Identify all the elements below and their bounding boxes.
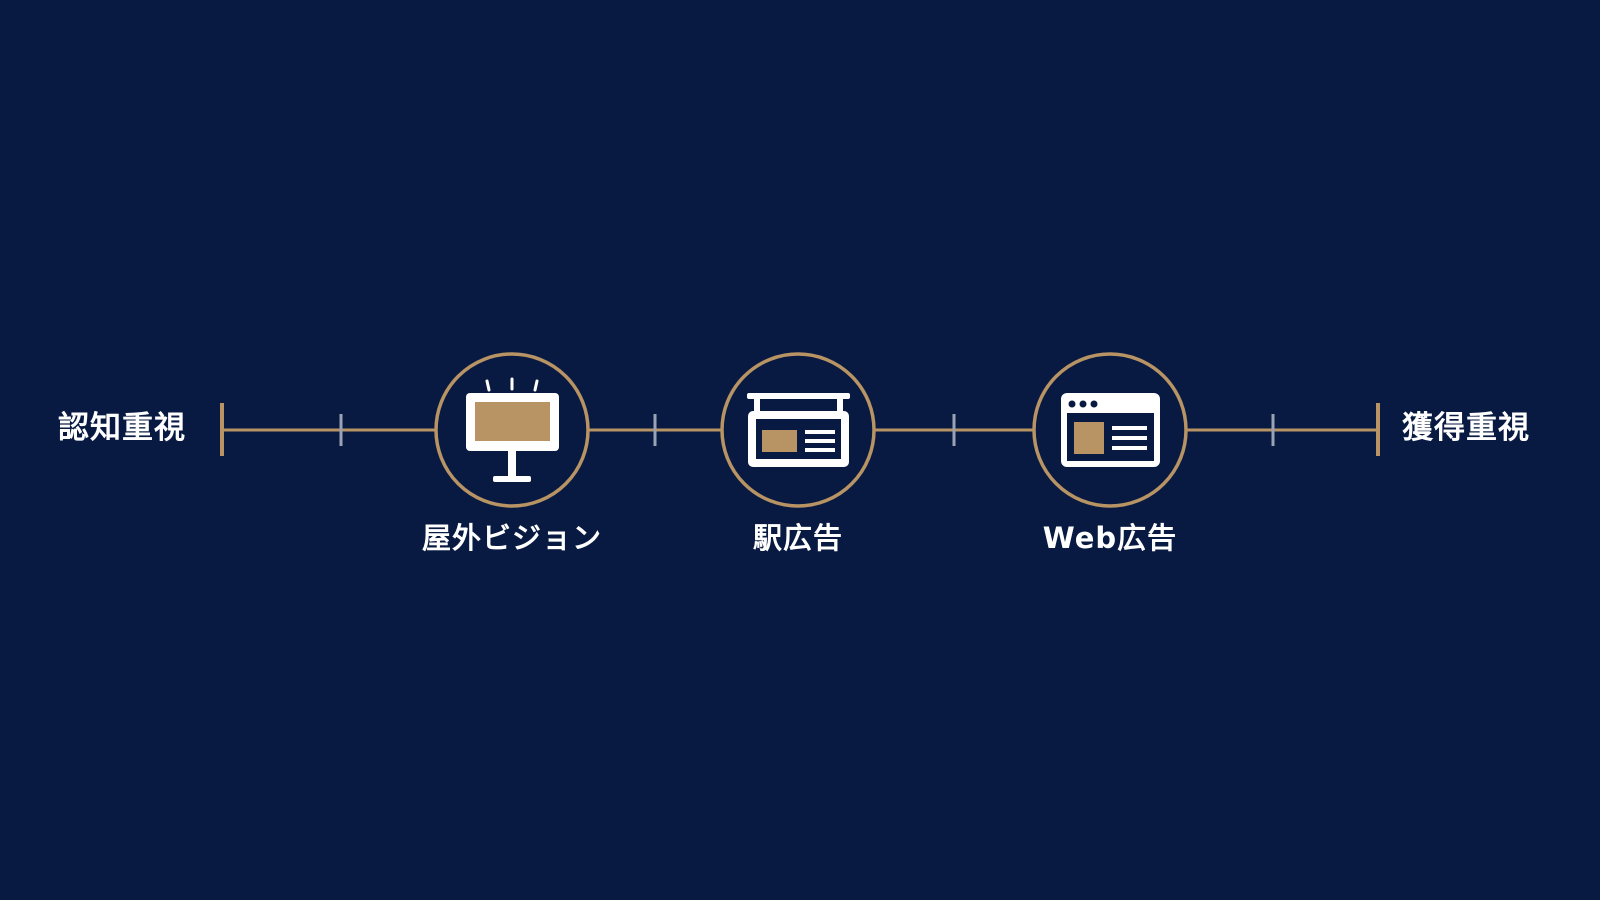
node-label-billboard: 屋外ビジョン: [421, 521, 602, 555]
station-sign-icon: [747, 393, 850, 467]
node-label-web: Web広告: [1042, 521, 1178, 555]
node-circle-billboard: [434, 352, 590, 508]
node-circle-web: [1032, 352, 1188, 508]
node-label-station: 駅広告: [752, 521, 843, 555]
browser-window-icon: [1061, 393, 1160, 467]
billboard-icon: [466, 377, 559, 482]
node-circle-station: [720, 352, 876, 508]
scale-right-label: 獲得重視: [1402, 410, 1530, 446]
scale-left-label: 認知重視: [58, 410, 186, 446]
